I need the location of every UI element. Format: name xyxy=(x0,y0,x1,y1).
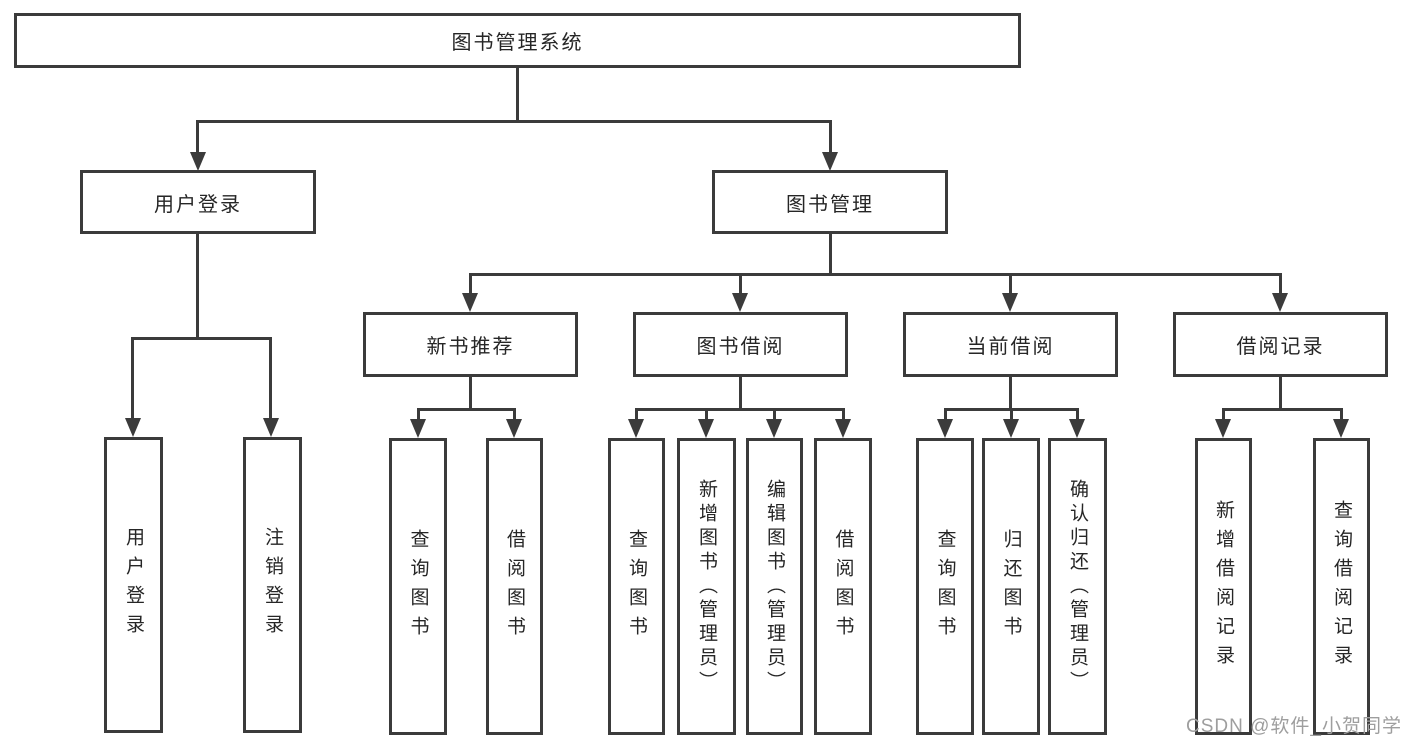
arrowhead xyxy=(732,293,748,312)
csdn-watermark: CSDN @软件_小贺同学 xyxy=(1186,716,1402,737)
node-leaf-confirm-return-admin-label: 确认归还（管理员） xyxy=(1067,478,1088,695)
node-leaf-query-books-1: 查询图书 xyxy=(389,438,447,735)
connector-logout-leaf-drop xyxy=(269,337,272,418)
node-current-borrow-label: 当前借阅 xyxy=(966,336,1055,358)
connector-level2-branch xyxy=(197,120,831,123)
arrowhead xyxy=(1272,293,1288,312)
arrowhead xyxy=(1002,293,1018,312)
arrowhead xyxy=(1003,419,1019,438)
connector-user-login-drop xyxy=(196,120,199,152)
connector-leaf-drop xyxy=(705,408,708,419)
connector-current-borrow-drop xyxy=(1009,273,1012,293)
node-borrow-records: 借阅记录 xyxy=(1173,312,1388,377)
arrowhead xyxy=(506,419,522,438)
arrowhead xyxy=(410,419,426,438)
node-leaf-return-books-label: 归还图书 xyxy=(1000,528,1022,645)
node-leaf-query-books-2: 查询图书 xyxy=(608,438,665,735)
connector-leaf-drop xyxy=(513,408,516,419)
connector-book-borrow-branch xyxy=(635,408,845,411)
connector-leaf-drop xyxy=(1222,408,1225,419)
connector-leaf-drop xyxy=(773,408,776,419)
connector-new-book-stem xyxy=(469,377,472,408)
arrowhead xyxy=(1333,419,1349,438)
arrowhead xyxy=(462,293,478,312)
node-book-management-label: 图书管理 xyxy=(786,193,874,216)
connector-book-mgmt-drop xyxy=(829,120,832,152)
connector-leaf-drop xyxy=(1076,408,1079,419)
node-current-borrow: 当前借阅 xyxy=(903,312,1118,377)
node-leaf-add-borrow-record-label: 新增借阅记录 xyxy=(1213,499,1234,674)
node-library-system-label: 图书管理系统 xyxy=(451,32,584,54)
node-leaf-borrow-books-1: 借阅图书 xyxy=(486,438,543,735)
node-user-login-label: 用户登录 xyxy=(154,193,242,216)
node-leaf-edit-book-admin-label: 编辑图书（管理员） xyxy=(764,478,785,695)
connector-current-borrow-stem xyxy=(1009,377,1012,408)
node-leaf-add-book-admin-label: 新增图书（管理员） xyxy=(696,478,717,695)
node-borrow-records-label: 借阅记录 xyxy=(1236,336,1325,358)
node-book-borrow-label: 图书借阅 xyxy=(696,336,785,358)
connector-new-book-branch xyxy=(417,408,516,411)
arrowhead xyxy=(1215,419,1231,438)
arrowhead xyxy=(628,419,644,438)
node-leaf-return-books: 归还图书 xyxy=(982,438,1040,735)
connector-leaf-drop xyxy=(944,408,947,419)
connector-leaf-drop xyxy=(635,408,638,419)
node-leaf-query-borrow-record-label: 查询借阅记录 xyxy=(1331,499,1352,674)
node-leaf-borrow-books-2-label: 借阅图书 xyxy=(832,528,854,645)
arrowhead xyxy=(698,419,714,438)
arrowhead xyxy=(125,418,141,437)
arrowhead xyxy=(835,419,851,438)
connector-book-borrow-drop xyxy=(739,273,742,293)
arrowhead xyxy=(263,418,279,437)
connector-leaf-drop xyxy=(417,408,420,419)
connector-borrow-records-drop xyxy=(1279,273,1282,293)
node-leaf-query-books-1-label: 查询图书 xyxy=(407,528,429,645)
node-library-system: 图书管理系统 xyxy=(14,13,1021,68)
node-new-book-recommend-label: 新书推荐 xyxy=(426,336,515,358)
node-new-book-recommend: 新书推荐 xyxy=(363,312,578,377)
connector-book-borrow-stem xyxy=(739,377,742,408)
node-book-borrow: 图书借阅 xyxy=(633,312,848,377)
node-leaf-borrow-books-2: 借阅图书 xyxy=(814,438,872,735)
connector-leaf-drop xyxy=(842,408,845,419)
connector-borrow-records-stem xyxy=(1279,377,1282,408)
arrowhead xyxy=(1069,419,1085,438)
node-leaf-user-login: 用户登录 xyxy=(104,437,163,733)
connector-book-mgmt-stem xyxy=(829,234,832,273)
connector-root-stem xyxy=(516,68,519,120)
node-user-login: 用户登录 xyxy=(80,170,316,234)
connector-user-login-stem xyxy=(196,234,199,337)
node-leaf-add-book-admin: 新增图书（管理员） xyxy=(677,438,736,735)
node-leaf-query-books-2-label: 查询图书 xyxy=(626,528,647,645)
node-leaf-logout-label: 注销登录 xyxy=(262,527,283,643)
connector-leaf-drop xyxy=(1010,408,1013,419)
connector-leaf-drop xyxy=(1340,408,1343,419)
node-leaf-edit-book-admin: 编辑图书（管理员） xyxy=(746,438,803,735)
node-leaf-borrow-books-1-label: 借阅图书 xyxy=(504,528,525,645)
node-book-management: 图书管理 xyxy=(712,170,948,234)
node-leaf-query-books-3-label: 查询图书 xyxy=(934,528,956,645)
node-leaf-user-login-label: 用户登录 xyxy=(123,527,144,643)
arrowhead xyxy=(937,419,953,438)
node-leaf-query-books-3: 查询图书 xyxy=(916,438,974,735)
node-leaf-confirm-return-admin: 确认归还（管理员） xyxy=(1048,438,1107,735)
node-leaf-query-borrow-record: 查询借阅记录 xyxy=(1313,438,1370,735)
node-leaf-add-borrow-record: 新增借阅记录 xyxy=(1195,438,1252,735)
arrowhead xyxy=(822,152,838,171)
arrowhead xyxy=(190,152,206,171)
connector-borrow-records-branch xyxy=(1222,408,1343,411)
node-leaf-logout: 注销登录 xyxy=(243,437,302,733)
connector-level3-branch xyxy=(469,273,1282,276)
connector-user-login-branch xyxy=(131,337,272,340)
connector-login-leaf-drop xyxy=(131,337,134,418)
arrowhead xyxy=(766,419,782,438)
connector-new-book-drop xyxy=(469,273,472,293)
